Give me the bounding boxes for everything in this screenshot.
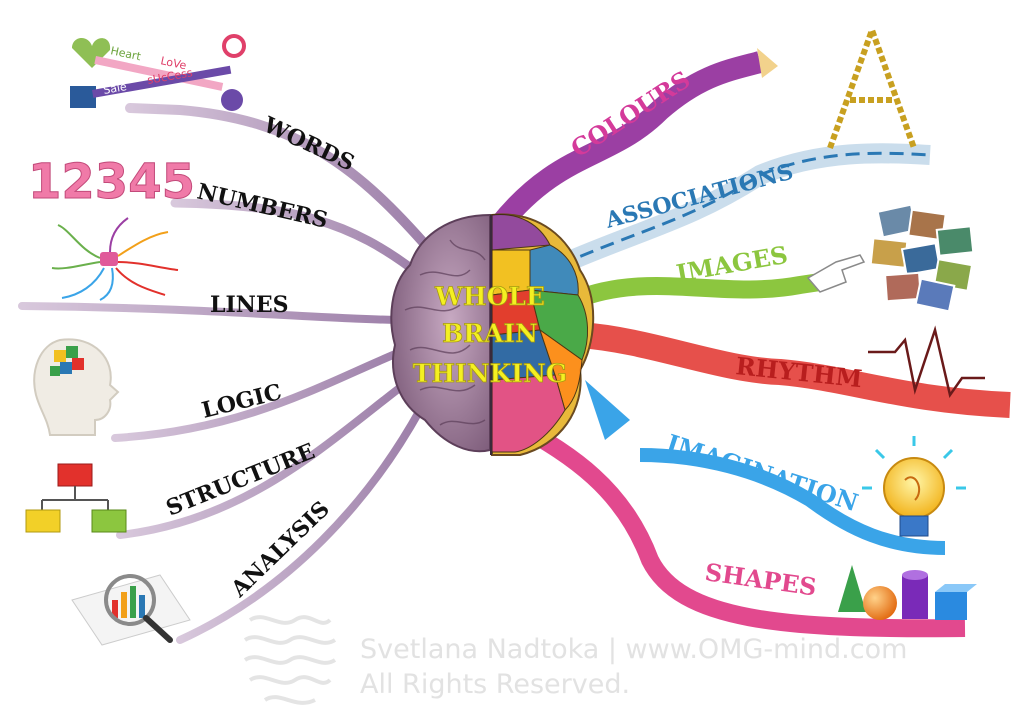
- branch-rhythm: [578, 322, 1011, 418]
- label-structure: STRUCTURE: [163, 438, 319, 521]
- org-chart-icon: [25, 463, 127, 533]
- centre-title-line-2: BRAIN: [442, 319, 538, 348]
- numbers-icon-text: 12345: [28, 154, 195, 210]
- mind-map-icon: [51, 217, 179, 301]
- label-imagination: IMAGINATION: [663, 428, 862, 517]
- arrow-head-blue: [585, 380, 630, 440]
- pencil-tip: [757, 48, 778, 78]
- branch-words: [125, 103, 435, 255]
- chain-letter-icon: [827, 21, 917, 150]
- logo-watermark: [243, 615, 337, 705]
- label-numbers: NUMBERS: [195, 179, 331, 234]
- centre-title-line-3: THINKING: [413, 359, 567, 388]
- key-word-love: LoVe: [159, 54, 187, 72]
- label-words: WORDS: [259, 111, 359, 176]
- credit-line-1: Svetlana Nadtoka | www.OMG-mind.com: [360, 634, 907, 665]
- branch-images: [571, 273, 822, 309]
- label-colours: COLOURS: [565, 65, 695, 163]
- heartbeat-icon: [868, 325, 985, 399]
- label-lines: LINES: [210, 292, 289, 318]
- light-bulb-icon: [862, 436, 966, 537]
- brain: [390, 213, 595, 456]
- centre-title-line-1: WHOLE: [434, 282, 545, 311]
- key-word-heart: Heart: [109, 44, 142, 63]
- branch-lines: [18, 302, 414, 324]
- left-branches: [18, 103, 435, 644]
- right-branches: [491, 48, 1011, 638]
- magnifier-chart-icon: [71, 574, 191, 646]
- label-shapes: SHAPES: [703, 557, 818, 601]
- branch-analysis: [176, 406, 424, 644]
- branch-structure: [116, 376, 414, 539]
- photos-icon: [869, 203, 975, 313]
- head-puzzle-icon: [33, 338, 120, 436]
- label-associations: ASSOCIATIONS: [602, 159, 796, 234]
- branch-logic: [111, 346, 409, 442]
- branch-shapes: [505, 412, 966, 638]
- pointing-hand-icon: [806, 254, 866, 293]
- key-icon: Heart LoVe Sale sUcCess: [70, 34, 246, 111]
- branch-numbers: [170, 198, 425, 280]
- branch-colours: [491, 51, 763, 232]
- numbers-icon: 12345: [28, 154, 196, 211]
- credit-line-2: All Rights Reserved.: [360, 669, 630, 700]
- key-word-sale: Sale: [102, 80, 128, 97]
- shapes-icon: [838, 565, 977, 620]
- branch-imagination: [639, 448, 946, 555]
- associations-dash: [559, 151, 931, 267]
